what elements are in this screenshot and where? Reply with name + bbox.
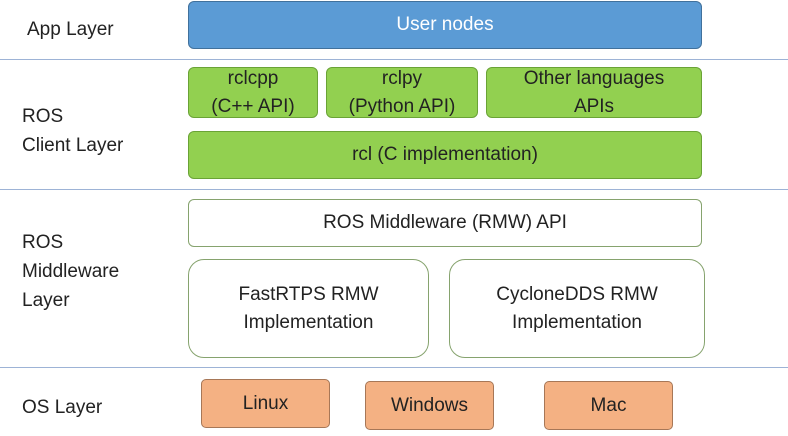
client-layer-label: ROS Client Layer xyxy=(22,106,124,156)
rcl-box: rcl (C implementation) xyxy=(188,131,702,179)
layer-separator xyxy=(0,367,788,368)
rclcpp-box: rclcpp (C++ API) xyxy=(188,67,318,118)
mac-box: Mac xyxy=(544,381,673,430)
fastrtps-rmw-box: FastRTPS RMW Implementation xyxy=(188,259,429,358)
windows-box: Windows xyxy=(365,381,494,430)
cyclonedds-rmw-box: CycloneDDS RMW Implementation xyxy=(449,259,705,358)
layer-separator xyxy=(0,189,788,190)
other-languages-apis-box: Other languages APIs xyxy=(486,67,702,118)
rclpy-box: rclpy (Python API) xyxy=(326,67,478,118)
linux-box: Linux xyxy=(201,379,330,428)
layer-separator xyxy=(0,59,788,60)
app-layer-label: App Layer xyxy=(27,19,114,40)
os-layer-label: OS Layer xyxy=(22,397,103,418)
middleware-layer-label: ROS Middleware Layer xyxy=(22,232,120,311)
user-nodes-box: User nodes xyxy=(188,1,702,49)
rmw-api-box: ROS Middleware (RMW) API xyxy=(188,199,702,247)
